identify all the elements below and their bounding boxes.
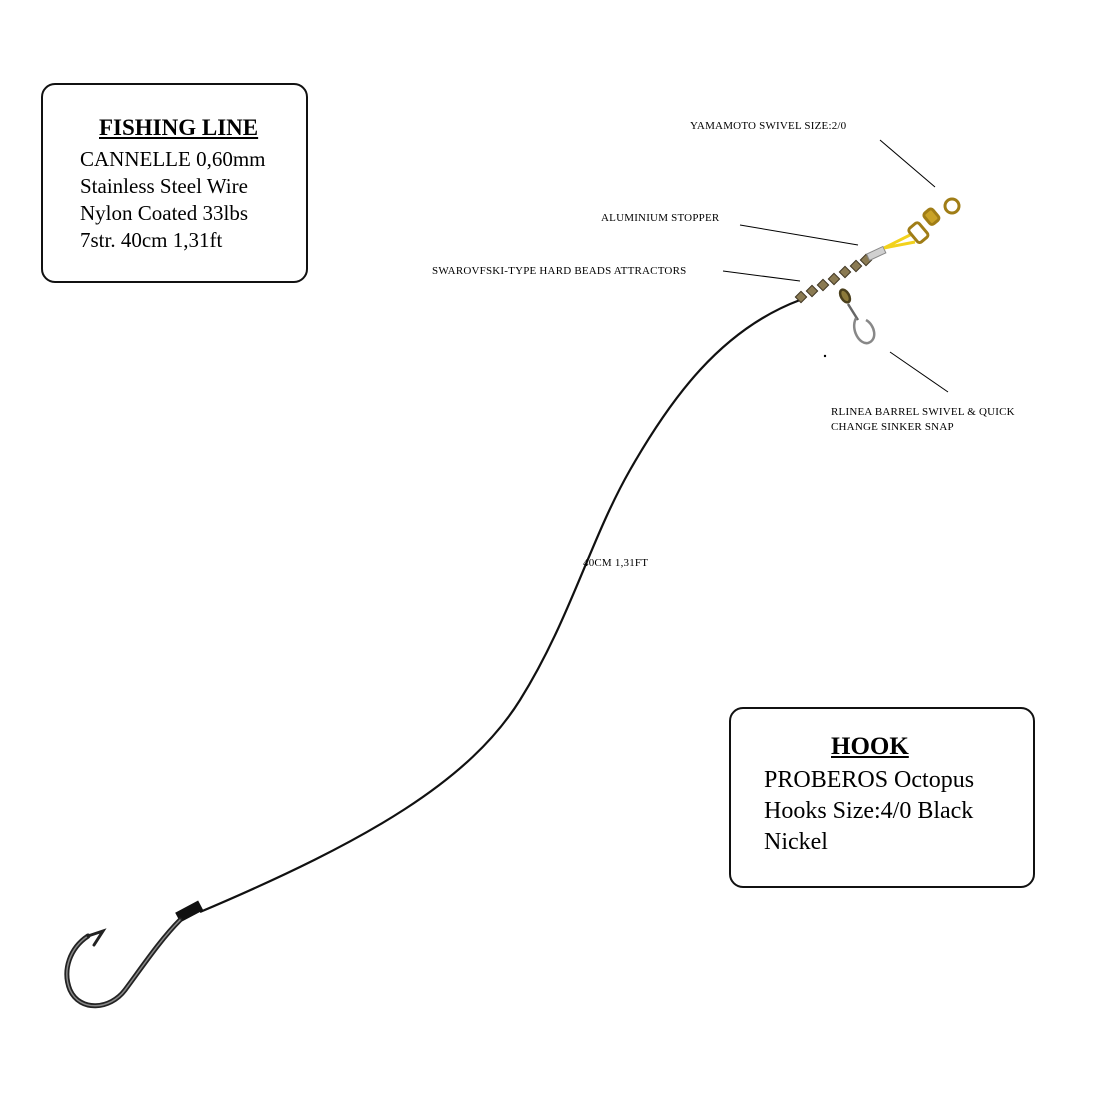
spec-line: Stainless Steel Wire <box>80 174 248 198</box>
fishing-line-box: FISHING LINE CANNELLE 0,60mm Stainless S… <box>41 83 308 283</box>
hook-specs: PROBEROS Octopus Hooks Size:4/0 Black Ni… <box>764 767 975 855</box>
aluminium-stopper-label: ALUMINIUM STOPPER <box>601 212 720 224</box>
bead-attractors <box>794 253 873 304</box>
crimp-sleeve <box>175 900 204 923</box>
fishing-line-title: FISHING LINE <box>99 115 259 140</box>
barrel-swivel-snap-icon <box>838 288 876 345</box>
yamamoto-swivel-label: YAMAMOTO SWIVEL SIZE:2/0 <box>690 120 847 132</box>
aluminium-stopper <box>865 245 887 262</box>
hook-title: HOOK <box>831 733 909 760</box>
yellow-loop <box>883 232 916 250</box>
fishing-line-specs: CANNELLE 0,60mm Stainless Steel Wire Nyl… <box>80 146 265 254</box>
spec-line: 7str. 40cm 1,31ft <box>80 228 223 252</box>
hook-box: HOOK PROBEROS Octopus Hooks Size:4/0 Bla… <box>729 707 1035 888</box>
bead-attractors-label: SWAROVFSKI-TYPE HARD BEADS ATTRACTORS <box>432 265 687 277</box>
callout-leaders <box>722 139 949 393</box>
hook-icon <box>64 917 183 1009</box>
spec-line: CANNELLE 0,60mm <box>80 147 266 171</box>
leader-length-label: 40CM 1,31FT <box>583 557 649 569</box>
spec-line: Nylon Coated 33lbs <box>80 201 248 225</box>
yamamoto-swivel-icon <box>907 197 961 245</box>
barrel-swivel-label: RLINEA BARREL SWIVEL & QUICK CHANGE SINK… <box>831 406 1015 433</box>
leader-wire <box>199 298 801 914</box>
